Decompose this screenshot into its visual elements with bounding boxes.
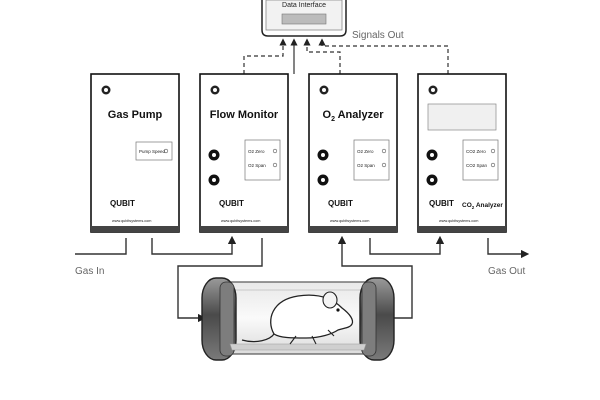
span-label: CO2 Span (466, 163, 488, 168)
calibration-panel (353, 139, 390, 181)
gas-pipes (75, 235, 530, 323)
qubit-logo: QUBIT (429, 199, 454, 208)
signals-out-label: Signals Out (352, 30, 404, 41)
gas-in-label: Gas In (75, 266, 104, 277)
qubit-logo: QUBIT (219, 199, 244, 208)
calibration-panel (244, 139, 281, 181)
o2-analyzer-title: O2 Analyzer (323, 109, 385, 123)
mouse-icon (241, 291, 354, 345)
device-url: www.qubitsystems.com (112, 219, 151, 223)
zero-knob-icon[interactable] (381, 148, 387, 154)
span-label: O2 Span (248, 163, 266, 168)
animal-chamber (201, 277, 395, 361)
gas-out-label: Gas Out (488, 266, 525, 277)
gas-pump-device: Gas Pump Pump Speed QUBIT www.qubitsyste… (90, 73, 180, 233)
device-url: www.qubitsystems.com (439, 219, 478, 223)
data-interface-title: Data Interface (282, 2, 326, 9)
zero-label: O2 Zero (357, 149, 374, 154)
pump-speed-label: Pump Speed (139, 149, 166, 154)
co2-analyzer-device: CO2 Zero CO2 Span QUBIT CO2 Analyzer www… (417, 73, 507, 233)
span-knob-icon[interactable] (381, 162, 387, 168)
zero-knob-icon[interactable] (272, 148, 278, 154)
zero-label: O2 Zero (248, 149, 265, 154)
zero-knob-icon[interactable] (490, 148, 496, 154)
qubit-logo: QUBIT (110, 199, 135, 208)
calibration-panel (462, 139, 499, 181)
pump-speed-display (135, 141, 173, 161)
span-knob-icon[interactable] (490, 162, 496, 168)
data-interface-box: Data Interface (261, 0, 347, 37)
device-url: www.qubitsystems.com (221, 219, 260, 223)
flow-monitor-title: Flow Monitor (210, 109, 279, 121)
co2-analyzer-title: CO2 Analyzer (462, 202, 503, 210)
co2-display-screen (427, 103, 497, 131)
gas-pump-title: Gas Pump (108, 109, 163, 121)
device-url: www.qubitsystems.com (330, 219, 369, 223)
o2-analyzer-device: O2 Analyzer O2 Zero O2 Span QUBIT www.qu… (308, 73, 398, 233)
qubit-logo: QUBIT (328, 199, 353, 208)
zero-label: CO2 Zero (466, 149, 486, 154)
span-label: O2 Span (357, 163, 375, 168)
span-knob-icon[interactable] (272, 162, 278, 168)
flow-monitor-device: Flow Monitor O2 Zero O2 Span QUBIT www.q… (199, 73, 289, 233)
signal-lines (243, 38, 449, 74)
